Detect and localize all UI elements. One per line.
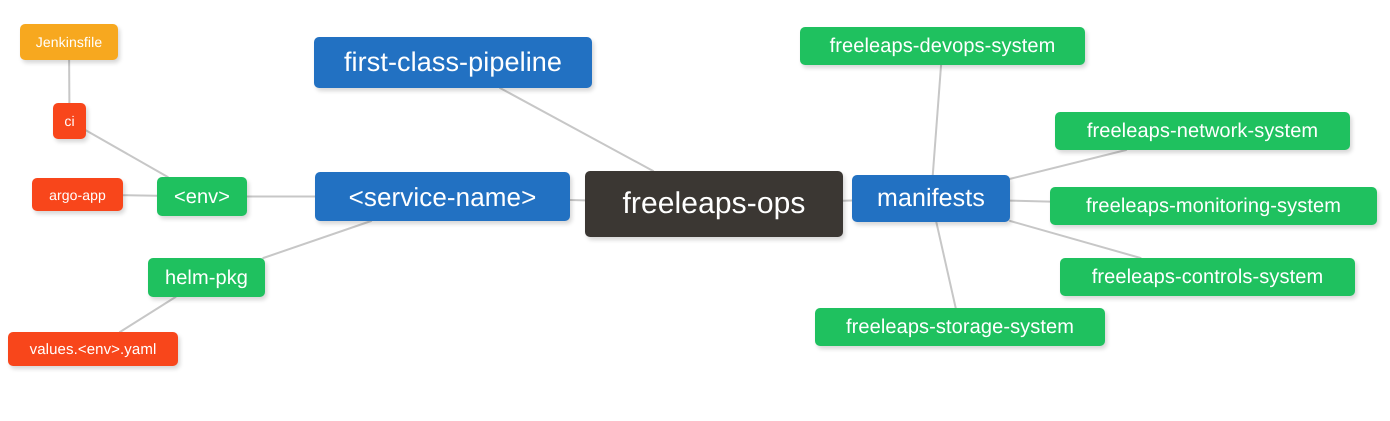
node-label: freeleaps-storage-system <box>845 316 1075 338</box>
edge-manifests-devops <box>931 64 943 176</box>
edge-env-ci <box>85 129 169 178</box>
node-label: first-class-pipeline <box>343 47 563 77</box>
edge-manifests-monitoring <box>1009 199 1051 203</box>
node-label: <service-name> <box>348 181 537 212</box>
node-label: manifests <box>877 184 985 212</box>
node-service-name[interactable]: <service-name> <box>315 172 570 221</box>
edge-root-pipeline <box>499 87 655 172</box>
node-label: values.<env>.yaml <box>29 340 157 358</box>
node-ci[interactable]: ci <box>53 103 86 139</box>
node-freeleaps-controls-system[interactable]: freeleaps-controls-system <box>1060 258 1355 296</box>
node-helm-pkg[interactable]: helm-pkg <box>148 258 265 297</box>
edge-env-argo <box>122 194 158 197</box>
edge-manifests-controls <box>1009 219 1142 259</box>
edge-helm-values <box>118 296 177 333</box>
edge-manifests-storage <box>935 221 957 309</box>
node-label: freeleaps-controls-system <box>1091 266 1324 288</box>
edge-service-helm <box>262 220 373 259</box>
node-label: Jenkinsfile <box>35 34 103 50</box>
node-label: freeleaps-monitoring-system <box>1085 195 1341 217</box>
node-values-yaml[interactable]: values.<env>.yaml <box>8 332 178 366</box>
node-label: freeleaps-ops <box>622 187 806 220</box>
node-freeleaps-monitoring-system[interactable]: freeleaps-monitoring-system <box>1050 187 1377 225</box>
node-label: freeleaps-network-system <box>1086 120 1319 142</box>
node-label: argo-app <box>49 186 106 203</box>
node-label: <env> <box>173 185 231 208</box>
edge-manifests-network <box>1009 149 1128 180</box>
node-label: freeleaps-devops-system <box>829 35 1056 57</box>
node-freeleaps-ops[interactable]: freeleaps-ops <box>585 171 843 237</box>
node-label: ci <box>64 113 75 129</box>
node-freeleaps-network-system[interactable]: freeleaps-network-system <box>1055 112 1350 150</box>
node-argo-app[interactable]: argo-app <box>32 178 123 211</box>
node-manifests[interactable]: manifests <box>852 175 1010 222</box>
node-freeleaps-devops-system[interactable]: freeleaps-devops-system <box>800 27 1085 65</box>
node-first-class-pipeline[interactable]: first-class-pipeline <box>314 37 592 88</box>
node-jenkinsfile[interactable]: Jenkinsfile <box>20 24 118 60</box>
node-env[interactable]: <env> <box>157 177 247 216</box>
node-freeleaps-storage-system[interactable]: freeleaps-storage-system <box>815 308 1105 346</box>
node-label: helm-pkg <box>164 266 249 289</box>
